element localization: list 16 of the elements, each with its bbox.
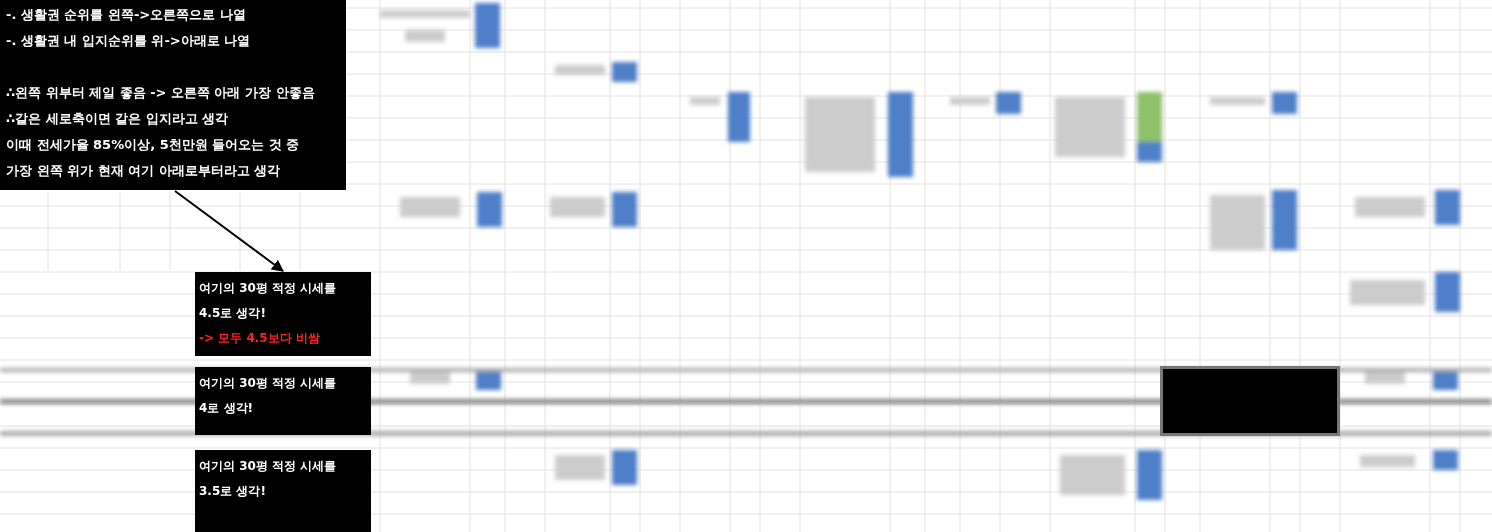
note-box [195,450,371,532]
note-box [0,0,346,190]
note-text: -. 생활권 내 입지순위를 위->아래로 나열 [6,32,252,50]
note-box [195,367,371,435]
note-text: 여기의 30평 적정 시세를 4로 생각! [199,375,338,417]
note-text: -. 생활권 순위를 왼쪽->오른쪽으로 나열 [6,6,247,24]
blurred-note-box [1160,366,1340,436]
note-text: 가장 왼쪽 위가 현재 여기 아래로부터라고 생각 [6,162,282,180]
note-box [195,272,371,356]
note-text: 여기의 30평 적정 시세를 3.5로 생각! [199,458,338,500]
note-text: -> 모두 4.5보다 비쌈 [199,330,321,347]
note-text: ∴왼쪽 위부터 제일 좋음 -> 오른쪽 아래 가장 안좋음 [6,84,316,102]
note-text: ∴같은 세로축이면 같은 입지라고 생각 [6,110,230,128]
note-text: 이때 전세가율 85%이상, 5천만원 들어오는 것 중 [6,136,301,154]
arrow [174,190,284,272]
note-text: 여기의 30평 적정 시세를 4.5로 생각! [199,280,338,322]
